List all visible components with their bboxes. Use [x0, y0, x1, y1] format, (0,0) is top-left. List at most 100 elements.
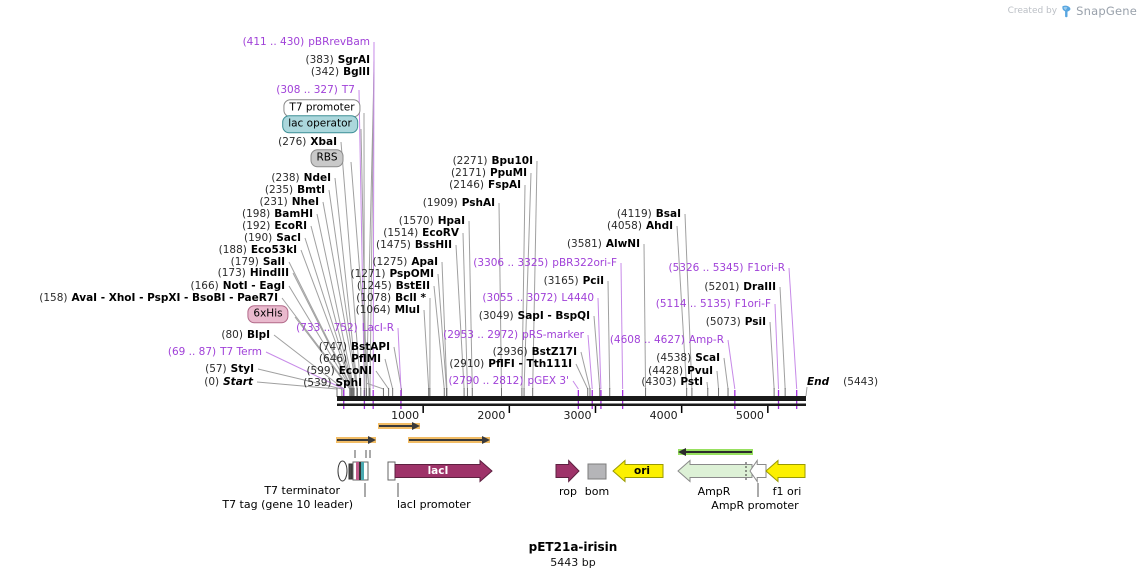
- primer-leader-line: [620, 262, 624, 390]
- f1-ori-arrow: [765, 459, 806, 483]
- enzyme-label-name: EcoNI: [338, 364, 372, 377]
- enzyme-label-name: BlpI: [246, 328, 270, 341]
- enzyme-label: (166)NotI - EagI: [190, 281, 285, 292]
- enzyme-label-position: (747): [318, 340, 347, 353]
- enzyme-label-position: (4428): [648, 364, 684, 377]
- enzyme-label: (3165)PciI: [544, 276, 604, 287]
- enzyme-leader-line: [273, 334, 345, 390]
- primer-label-position: (3306 .. 3325): [473, 256, 549, 269]
- enzyme-label: (1475)BssHII: [376, 240, 452, 251]
- enzyme-label: (1514)EcoRV: [383, 228, 459, 239]
- primer-leader-line: [774, 303, 780, 390]
- enzyme-label: (1064)MluI: [356, 305, 420, 316]
- created-by-text: Created by: [1007, 6, 1058, 16]
- primer-label-name: pGEX 3': [527, 374, 569, 387]
- enzyme-label-name: XbaI: [310, 135, 337, 148]
- ampR-arrow: [677, 459, 753, 483]
- ruler-tick-label: 4000: [650, 409, 678, 422]
- enzyme-label: (158)AvaI - XhoI - PspXI - BsoBI - PaeR7…: [39, 293, 278, 304]
- enzyme-label: (3049)SapI - BspQI: [479, 311, 590, 322]
- primer-label: (4608 .. 4627)Amp-R: [610, 335, 724, 346]
- enzyme-leader-line: [769, 321, 775, 390]
- enzyme-label: (2146)FspAI: [449, 180, 521, 191]
- enzyme-label-position: (166): [190, 279, 219, 292]
- enzyme-label-name: BglII: [343, 65, 370, 78]
- enzyme-label: (57)StyI: [205, 364, 254, 375]
- enzyme-label: (1078)BclI *: [356, 293, 426, 304]
- end-leader-line: [805, 386, 808, 397]
- enzyme-label-name: BssHII: [414, 238, 452, 251]
- plasmid-title-block: pET21a-irisin 5443 bp: [529, 540, 618, 569]
- enzyme-label-position: (3165): [543, 274, 579, 287]
- feature-box-label: T7 promoter: [283, 99, 361, 117]
- enzyme-label-position: (231): [259, 195, 288, 208]
- enzyme-label-name: ScaI: [695, 351, 720, 364]
- enzyme-label: (2910)PflFI - Tth111I: [449, 359, 572, 370]
- enzyme-label: (235)BmtI: [265, 185, 325, 196]
- enzyme-leader-line: [437, 273, 448, 390]
- enzyme-leader-line: [580, 351, 591, 390]
- primer-arrowhead: [482, 436, 490, 444]
- primer-leader-line: [587, 334, 593, 390]
- enzyme-label-position: (1570): [398, 214, 434, 227]
- feature-label: AmpR promoter: [711, 499, 799, 512]
- plasmid-length: 5443 bp: [550, 556, 596, 569]
- enzyme-label-position: (57): [205, 362, 227, 375]
- enzyme-leader-line: [607, 280, 611, 390]
- enzyme-label-name: PshAI: [461, 196, 495, 209]
- enzyme-label: (188)Eco53kI: [219, 245, 297, 256]
- enzyme-label-position: (2171): [451, 166, 486, 179]
- start-label-position: (0): [204, 375, 220, 388]
- primer-leader-line: [358, 89, 365, 390]
- enzyme-label: (4058)AhdI: [607, 221, 673, 232]
- enzyme-label: (2271)Bpu10I: [453, 156, 533, 167]
- enzyme-leader-line: [643, 243, 647, 390]
- enzyme-label-position: (179): [230, 255, 259, 268]
- enzyme-label-name: PflFI - Tth111I: [488, 357, 572, 370]
- enzyme-label-name: SgrAI: [337, 53, 370, 66]
- primer-label-name: pBR322ori-F: [552, 256, 617, 269]
- enzyme-label: (5073)PsiI: [706, 317, 766, 328]
- enzyme-leader-line: [706, 381, 709, 390]
- enzyme-label-position: (646): [318, 352, 348, 365]
- enzyme-label-position: (4119): [616, 207, 652, 220]
- enzyme-label-position: (1078): [356, 291, 392, 304]
- enzyme-label-position: (1245): [356, 279, 392, 292]
- enzyme-leader-line: [288, 285, 352, 390]
- enzyme-label-name: PspOMI: [389, 267, 434, 280]
- primer-label-name: L4440: [561, 291, 594, 304]
- enzyme-label-position: (1271): [350, 267, 386, 280]
- enzyme-label-name: MluI: [394, 303, 420, 316]
- primer-leader-line: [788, 267, 798, 390]
- enzyme-label: (1275)ApaI: [372, 257, 438, 268]
- end-label-pos: (5443): [843, 376, 879, 388]
- primer-label-name: LacI-R: [361, 321, 394, 334]
- feature-label: bom: [584, 485, 610, 498]
- enzyme-leader-line: [575, 363, 589, 390]
- t7-tag-band-dark: [359, 462, 361, 480]
- snapgene-watermark: Created by SnapGene: [1008, 4, 1137, 18]
- enzyme-label-name: BsaI: [655, 207, 681, 220]
- enzyme-label-name: BstAPI: [350, 340, 390, 353]
- snapgene-logo-icon: [1062, 5, 1071, 17]
- enzyme-label-position: (238): [271, 171, 300, 184]
- enzyme-leader-line: [257, 368, 343, 390]
- enzyme-label-position: (192): [242, 219, 271, 232]
- enzyme-label-name: HpaI: [437, 214, 465, 227]
- enzyme-leader-line: [455, 244, 465, 390]
- enzyme-label: (1245)BstEII: [357, 281, 430, 292]
- enzyme-leader-line: [521, 184, 526, 390]
- enzyme-label: (539)SphI: [303, 378, 362, 389]
- enzyme-leader-line: [281, 297, 352, 390]
- ori-arrow: [612, 459, 664, 483]
- enzyme-label-position: (190): [243, 231, 273, 244]
- ruler-tick-label: 1000: [391, 409, 419, 422]
- enzyme-label-name: NdeI: [303, 171, 331, 184]
- enzyme-label: (5201)DraIII: [704, 282, 776, 293]
- enzyme-label-name: BstZ17I: [531, 345, 577, 358]
- enzyme-label-name: AlwNI: [605, 237, 640, 250]
- primer-label: (5114 .. 5135)F1ori-F: [656, 299, 771, 310]
- enzyme-label-name: PflMI: [351, 352, 381, 365]
- enzyme-label-name: FspAI: [488, 178, 521, 191]
